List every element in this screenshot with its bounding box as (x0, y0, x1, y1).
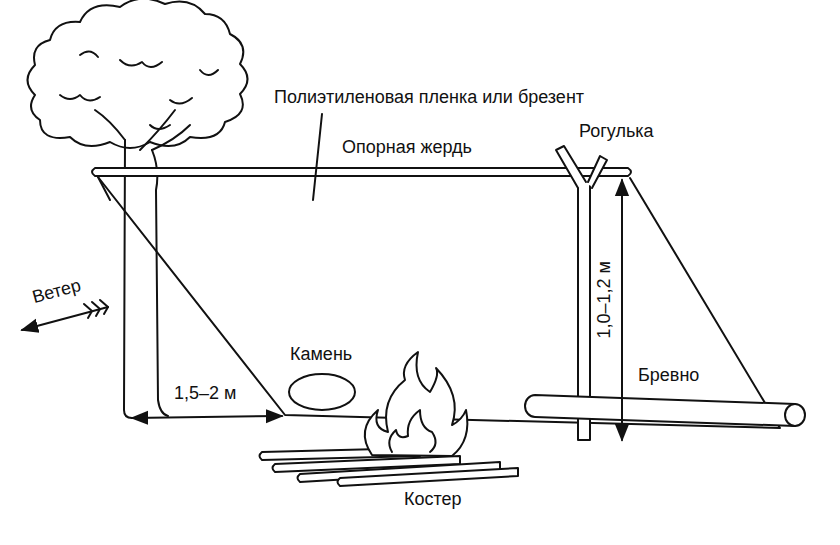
support-pole (92, 168, 631, 176)
tree-trunk (95, 110, 190, 418)
log (525, 395, 805, 426)
label: Бревно (636, 366, 701, 386)
tree-crown (28, 0, 248, 148)
label: Костер (402, 490, 464, 510)
dimension-line (132, 416, 282, 418)
label: Камень (288, 345, 354, 365)
label: Рогулька (577, 122, 656, 142)
stone (289, 374, 355, 410)
label: Опорная жердь (340, 138, 474, 158)
dimension-line (621, 180, 623, 440)
label: 1,0–1,2 м (595, 259, 615, 340)
label: Полиэтиленовая пленка или брезент (272, 88, 586, 108)
label: Ветер (28, 275, 85, 308)
label: 1,5–2 м (172, 384, 238, 404)
leader-line (313, 114, 322, 200)
fire-flame (365, 352, 468, 456)
